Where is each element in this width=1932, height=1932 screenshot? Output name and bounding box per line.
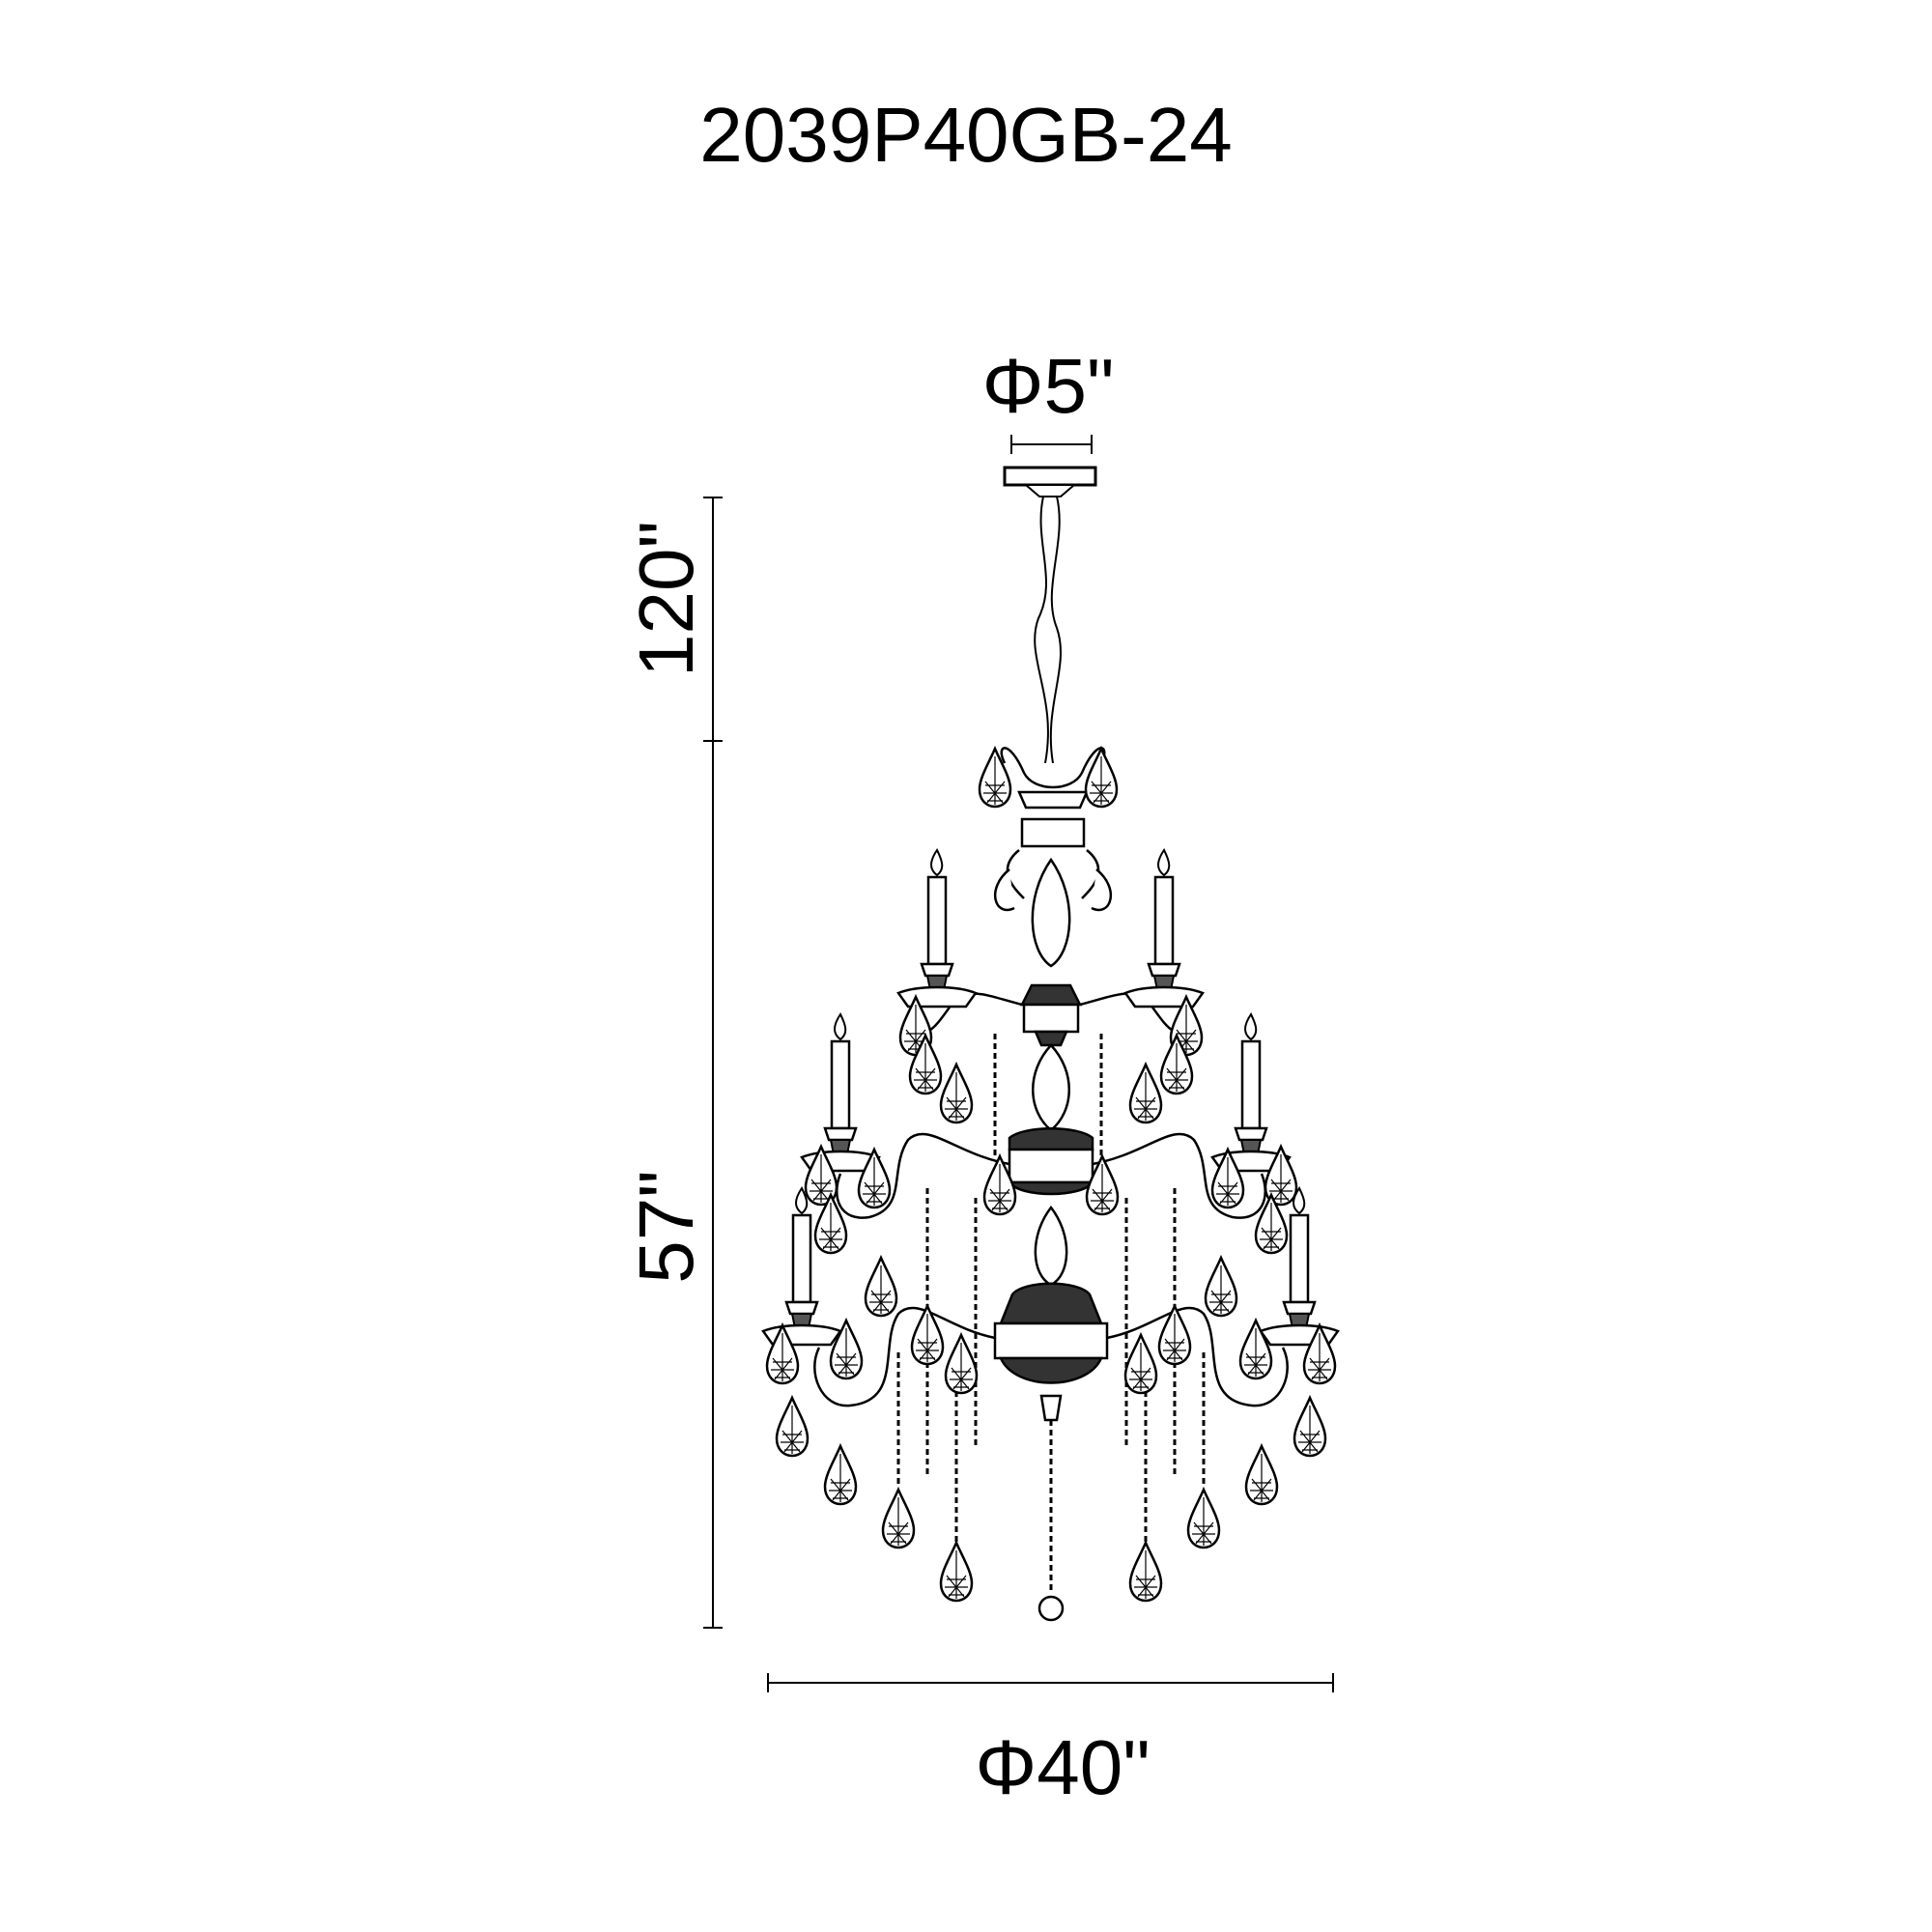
canopy-dimension-line (1010, 435, 1093, 454)
model-number-title: 2039P40GB-24 (699, 92, 1233, 178)
canopy-diameter-label: Φ5" (981, 343, 1115, 429)
central-column (993, 849, 1113, 1422)
candle (800, 1012, 881, 1173)
canopy (1003, 466, 1097, 497)
candle (896, 848, 978, 1009)
candle (1123, 848, 1205, 1009)
chain (1034, 496, 1062, 764)
crystal-strands (896, 1034, 1206, 1594)
bottom-finial (1037, 1595, 1065, 1622)
overall-diameter-label: Φ40" (975, 1724, 1151, 1810)
width-dimension-line (767, 1673, 1334, 1692)
height-dimension-line (703, 497, 723, 1629)
candle (1210, 1012, 1292, 1173)
crown (1000, 747, 1106, 848)
middle-tier-arms (836, 1132, 1266, 1219)
lower-tier-arms (813, 1306, 1289, 1407)
